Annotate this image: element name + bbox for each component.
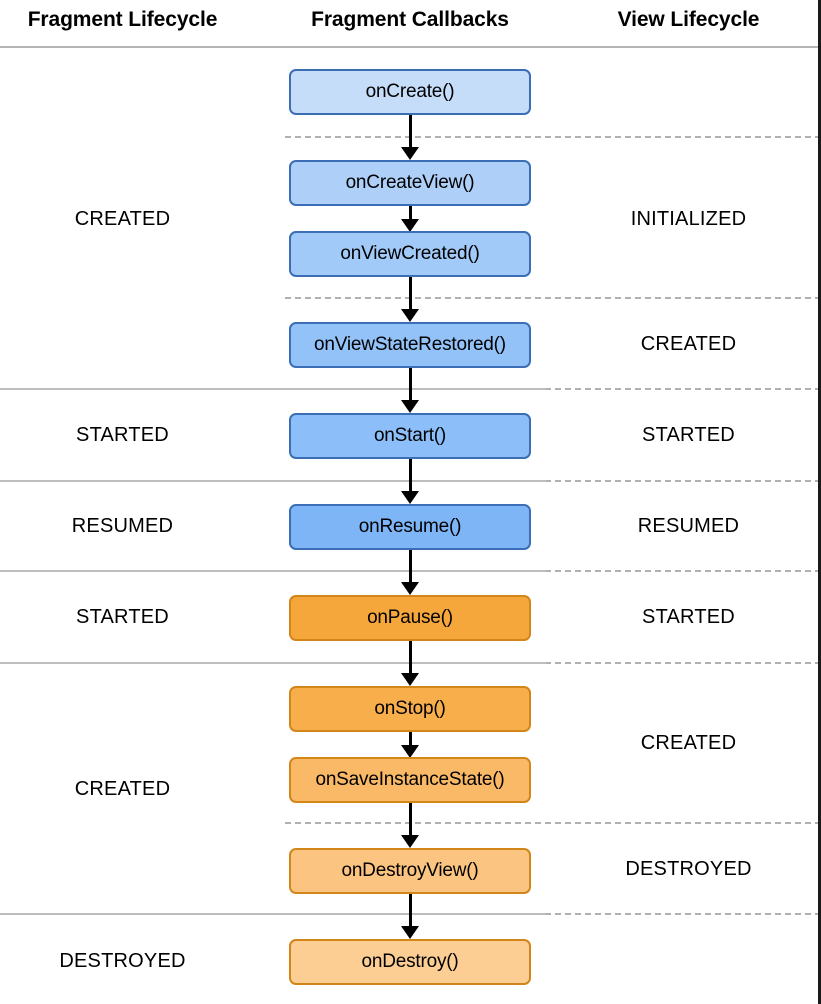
fragment-divider-3 (0, 570, 546, 572)
fragment-state-destroyed: DESTROYED (59, 950, 186, 972)
arrow-line-3 (409, 277, 412, 315)
arrow-line-8 (409, 732, 412, 752)
view-state-initialized: INITIALIZED (630, 208, 747, 230)
callback-box-onsaveinstancestate[interactable]: onSaveInstanceState() (289, 757, 531, 803)
fragment-divider-4 (0, 662, 546, 664)
column-header-view-lifecycle: View Lifecycle (617, 8, 760, 31)
view-divider-4 (545, 480, 818, 482)
arrow-line-10 (409, 894, 412, 932)
callback-box-onresume[interactable]: onResume() (289, 504, 531, 550)
view-divider-8 (545, 913, 818, 915)
callback-box-oncreateview[interactable]: onCreateView() (289, 160, 531, 206)
fragment-state-created-2: CREATED (74, 778, 171, 800)
arrow-head-3 (401, 309, 419, 322)
header-divider (0, 46, 818, 48)
callback-box-onviewcreated[interactable]: onViewCreated() (289, 231, 531, 277)
view-state-resumed: RESUMED (637, 515, 740, 537)
arrow-head-7 (401, 673, 419, 686)
callback-box-ondestroyview[interactable]: onDestroyView() (289, 848, 531, 894)
view-state-created-1: CREATED (640, 333, 737, 355)
callback-box-onstart[interactable]: onStart() (289, 413, 531, 459)
fragment-divider-2 (0, 480, 546, 482)
arrow-head-9 (401, 835, 419, 848)
arrow-line-6 (409, 550, 412, 588)
fragment-state-created-1: CREATED (74, 208, 171, 230)
fragment-state-resumed: RESUMED (71, 515, 174, 537)
arrow-head-4 (401, 400, 419, 413)
callback-box-onpause[interactable]: onPause() (289, 595, 531, 641)
arrow-line-9 (409, 803, 412, 841)
column-header-fragment-lifecycle: Fragment Lifecycle (27, 8, 218, 31)
arrow-head-2 (401, 219, 419, 232)
view-divider-6 (545, 662, 818, 664)
callback-box-onviewstaterestored[interactable]: onViewStateRestored() (289, 322, 531, 368)
view-divider-7 (285, 822, 818, 824)
column-header-fragment-callbacks: Fragment Callbacks (311, 8, 509, 31)
arrow-line-5 (409, 459, 412, 497)
fragment-state-started-1: STARTED (76, 424, 169, 446)
callback-box-onstop[interactable]: onStop() (289, 686, 531, 732)
view-state-destroyed: DESTROYED (625, 858, 752, 880)
arrow-line-1 (409, 115, 412, 153)
view-divider-1 (285, 136, 818, 138)
view-state-started-1: STARTED (642, 424, 735, 446)
callback-box-ondestroy[interactable]: onDestroy() (289, 939, 531, 985)
arrow-line-4 (409, 368, 412, 406)
arrow-line-2 (409, 206, 412, 226)
arrow-line-7 (409, 641, 412, 679)
arrow-head-1 (401, 147, 419, 160)
view-divider-5 (545, 570, 818, 572)
fragment-divider-1 (0, 388, 546, 390)
arrow-head-8 (401, 745, 419, 758)
callback-box-oncreate[interactable]: onCreate() (289, 69, 531, 115)
fragment-state-started-2: STARTED (76, 606, 169, 628)
fragment-divider-5 (0, 913, 546, 915)
arrow-head-5 (401, 491, 419, 504)
view-divider-3 (545, 388, 818, 390)
view-state-created-2: CREATED (640, 732, 737, 754)
arrow-head-10 (401, 926, 419, 939)
arrow-head-6 (401, 582, 419, 595)
view-divider-2 (285, 297, 818, 299)
view-state-started-2: STARTED (642, 606, 735, 628)
